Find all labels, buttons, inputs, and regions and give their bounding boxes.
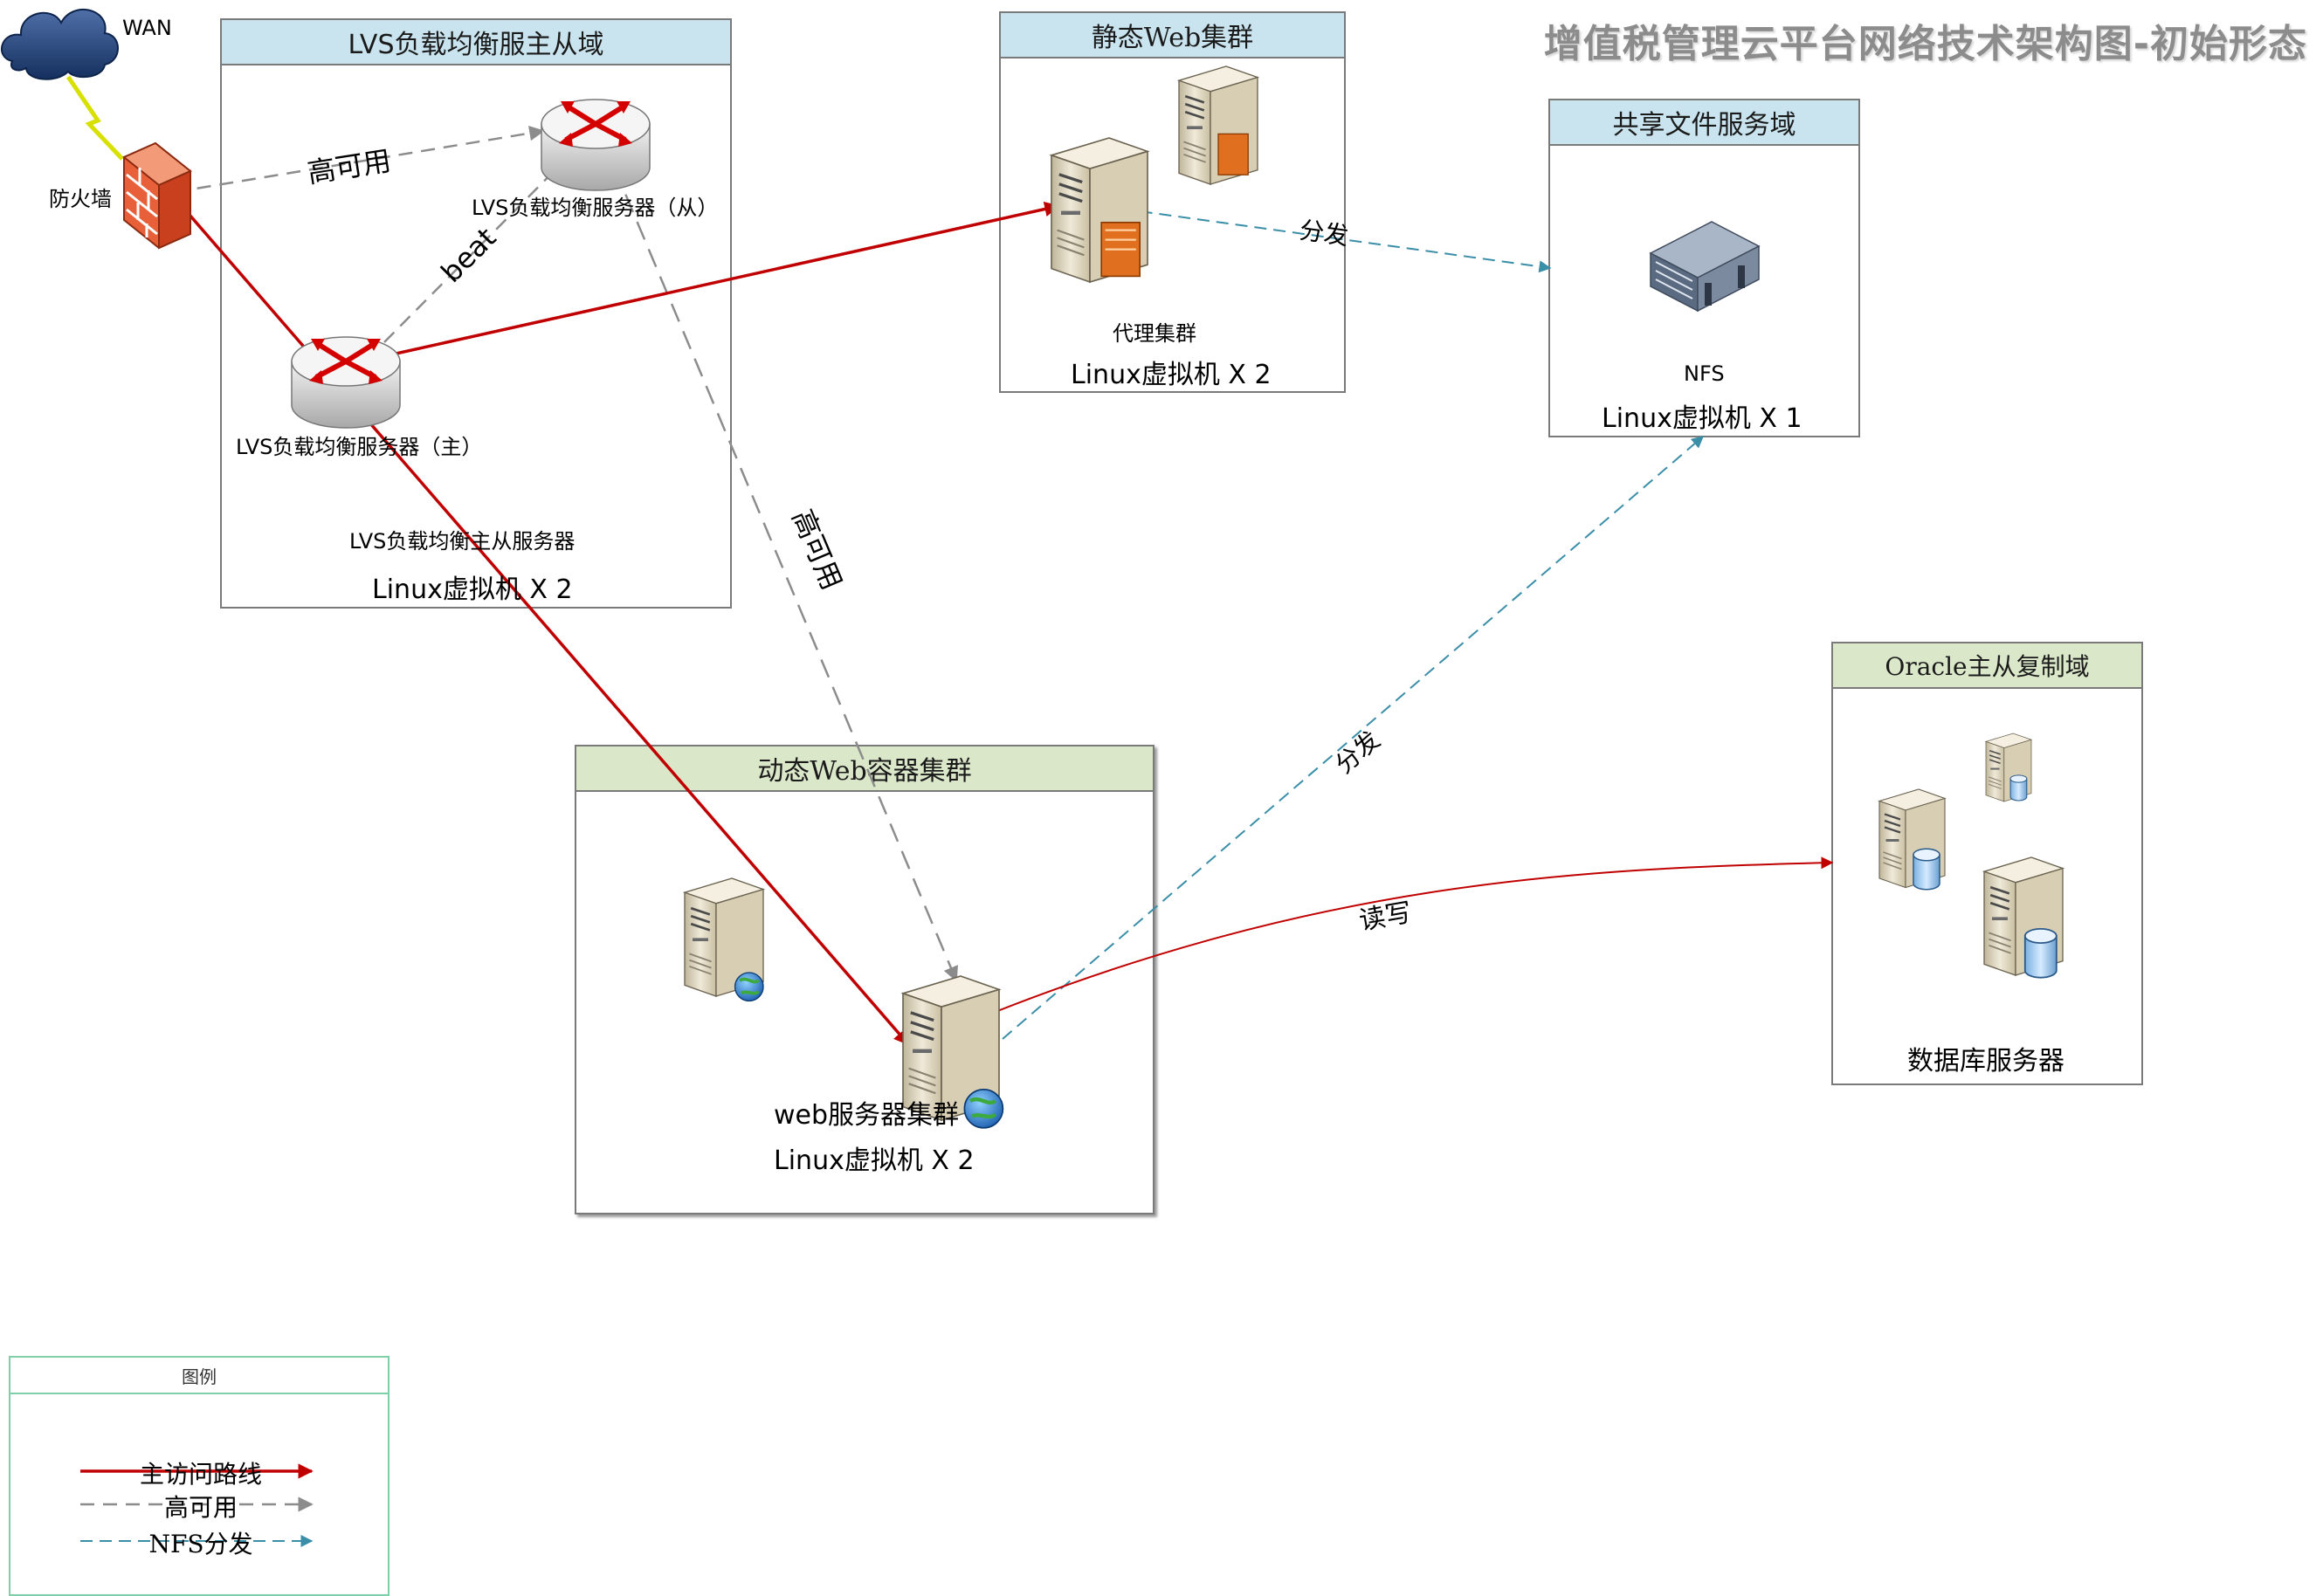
main-route-master-proxy: [383, 201, 1060, 358]
dynamic-web-vm-label: Linux虚拟机 X 2: [774, 1145, 975, 1176]
database-server-icon: [1985, 733, 2032, 802]
cloud-icon: [1, 9, 119, 80]
edge-label-ha: 高可用: [305, 144, 393, 190]
nfs-link-web: [1002, 436, 1705, 1040]
static-web-vm-label: Linux虚拟机 X 2: [1071, 360, 1272, 390]
lvs-slave-label: LVS负载均衡服务器（从）: [472, 196, 719, 220]
router-icon: [291, 336, 401, 429]
lvs-caption: LVS负载均衡主从服务器: [349, 529, 576, 554]
server-icon: [1050, 136, 1149, 284]
legend-label: 高可用: [163, 1493, 238, 1522]
legend: 图例 主访问路线 高可用 NFS分发: [9, 1356, 389, 1596]
firewall-icon: [122, 141, 192, 250]
edge-label-beat: beat: [435, 221, 503, 289]
web-server-icon: [901, 974, 1004, 1129]
main-route-firewall-web: [182, 206, 910, 1046]
ha-link-slave-web: [601, 139, 958, 982]
legend-lines: [80, 1463, 314, 1547]
legend-label: 主访问路线: [139, 1460, 263, 1489]
web-cluster-label: web服务器集群: [774, 1100, 960, 1131]
wan-link: [65, 75, 124, 161]
lvs-vm-label: Linux虚拟机 X 2: [372, 574, 573, 605]
nfs-link-proxy: [1101, 205, 1552, 273]
web-server-icon: [683, 877, 765, 1002]
db-server-label: 数据库服务器: [1907, 1046, 2064, 1077]
legend-item-nfs: NFS分发: [10, 1524, 391, 1558]
file-domain-header: 共享文件服务域: [1550, 100, 1858, 146]
legend-label: NFS分发: [148, 1530, 253, 1558]
edge-label-ha-vertical: 高可用: [785, 505, 848, 595]
oracle-domain-header: Oracle主从复制域: [1833, 643, 2141, 689]
nfs-label: NFS: [1684, 361, 1725, 386]
database-server-icon: [1982, 856, 2064, 979]
edge-label-distribute-mid: 分发: [1330, 726, 1386, 780]
proxy-cluster-label: 代理集群: [1113, 321, 1196, 346]
wan-label: WAN: [122, 16, 172, 40]
database-server-icon: [1878, 788, 1947, 891]
rack-server-icon: [1649, 221, 1761, 313]
nfs-vm-label: Linux虚拟机 X 1: [1602, 403, 1802, 434]
firewall-label: 防火墙: [49, 187, 112, 211]
server-icon: [1177, 65, 1259, 186]
readwrite-route: [960, 856, 1834, 1027]
ha-link-firewall-slave: [174, 125, 545, 194]
lvs-domain-header: LVS负载均衡服主从域: [222, 20, 730, 65]
static-web-header: 静态Web集群: [1001, 13, 1344, 58]
lvs-master-label: LVS负载均衡服务器（主）: [236, 435, 483, 459]
dynamic-web-cluster: 动态Web容器集群: [575, 745, 1155, 1214]
legend-item-main-route: 主访问路线: [10, 1454, 391, 1489]
page-title: 增值税管理云平台网络技术架构图-初始形态: [1543, 22, 2307, 66]
dynamic-web-header: 动态Web容器集群: [576, 746, 1153, 792]
router-icon: [541, 99, 651, 191]
legend-item-ha: 高可用: [10, 1487, 391, 1522]
edge-label-distribute-top: 分发: [1298, 216, 1350, 251]
legend-title: 图例: [10, 1358, 388, 1394]
